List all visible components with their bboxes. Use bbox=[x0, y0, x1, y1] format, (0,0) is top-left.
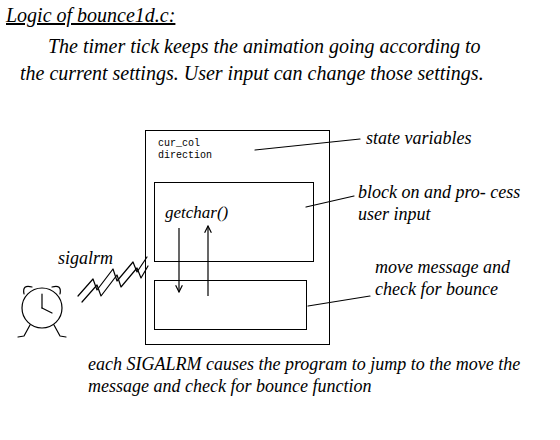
node-text: getchar() bbox=[165, 203, 313, 223]
alarm-clock bbox=[18, 286, 66, 337]
signal-label: sigalrm bbox=[58, 247, 148, 269]
title: Logic of bounce1d.c: bbox=[6, 4, 175, 27]
leader-line bbox=[255, 139, 360, 150]
callout-label: block on and pro- cess user input bbox=[358, 181, 530, 225]
state-variables: cur_col direction bbox=[158, 138, 220, 162]
flow-arrow bbox=[207, 226, 208, 296]
callout-label: state variables bbox=[366, 127, 546, 149]
callout-label: move message and check for bounce bbox=[375, 256, 525, 300]
flow-arrow bbox=[178, 228, 179, 292]
leader-line bbox=[308, 296, 370, 306]
caption: each SIGALRM causes the program to jump … bbox=[88, 353, 528, 397]
input-block: getchar() bbox=[154, 182, 314, 262]
program-box: cur_col direction getchar() bbox=[145, 130, 330, 345]
intro-note: The timer tick keeps the animation going… bbox=[20, 33, 490, 87]
handler-block bbox=[154, 280, 307, 330]
